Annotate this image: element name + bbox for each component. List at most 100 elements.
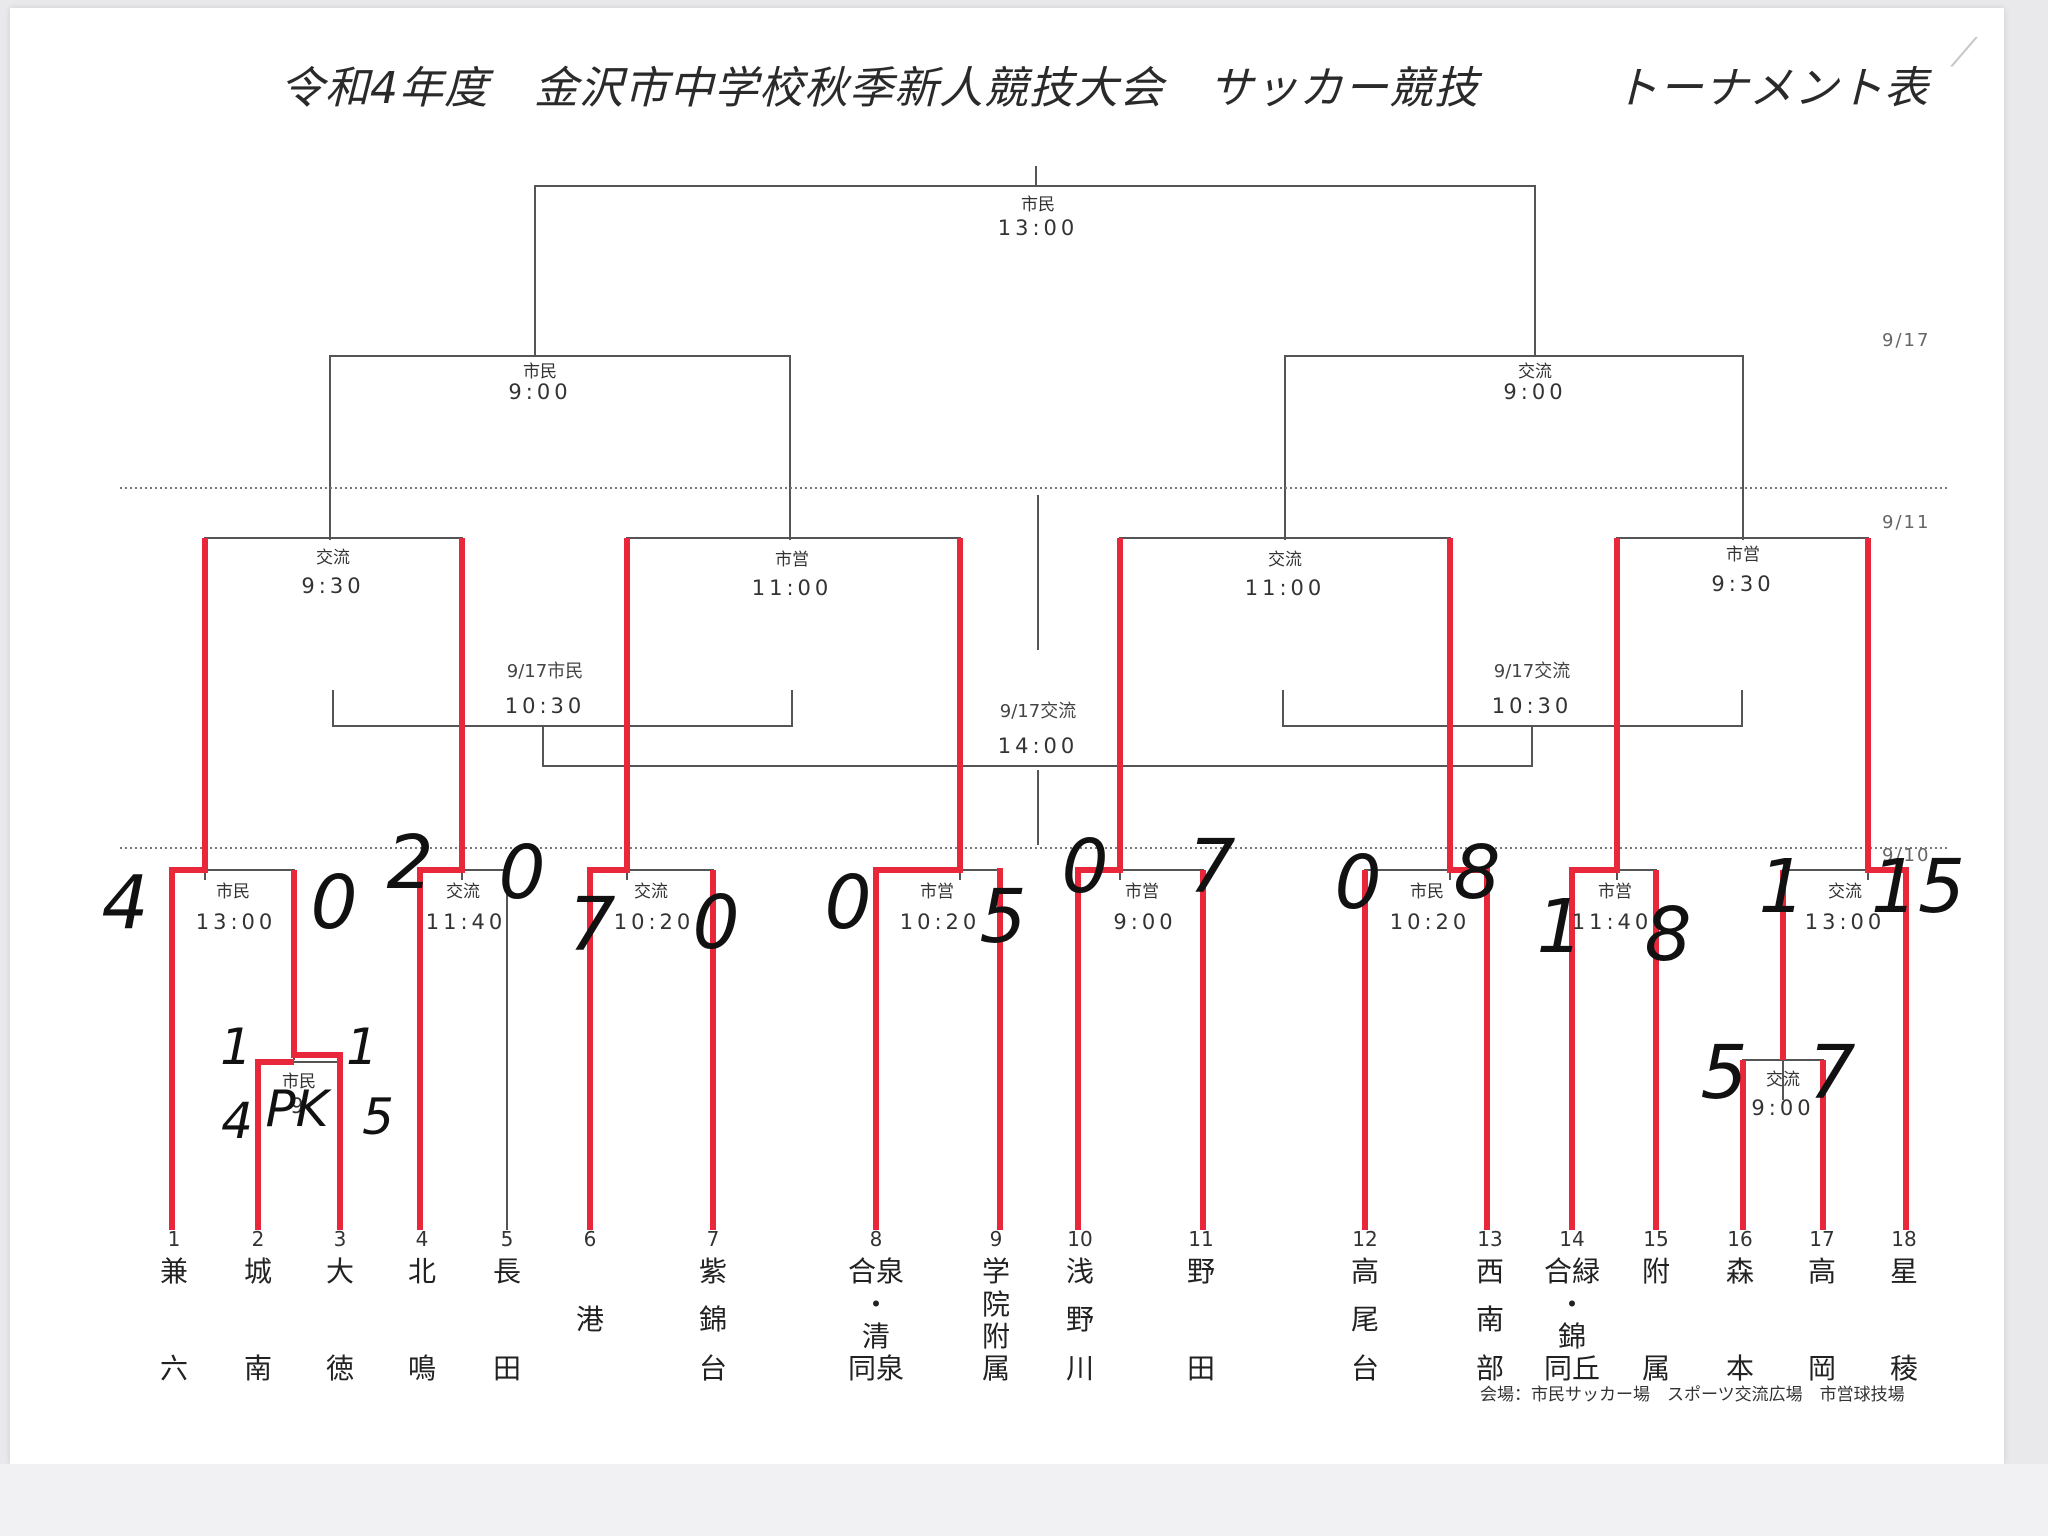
- background-strip: [0, 1464, 2048, 1536]
- date-label-910: 9/10: [1882, 845, 1931, 866]
- team-number: 16: [1727, 1227, 1753, 1251]
- team-name-char: 高: [1350, 1255, 1380, 1288]
- team-name-char: 紫: [698, 1255, 728, 1288]
- team-name-char: 田: [492, 1352, 522, 1385]
- quarterfinal-time: 9:30: [301, 574, 365, 598]
- placement-date-venue: 9/17交流: [1493, 661, 1571, 682]
- handwritten-score: 7: [568, 882, 616, 968]
- team-name-char: 同泉: [847, 1352, 905, 1385]
- team-name-char: 院: [981, 1288, 1011, 1321]
- team-name-char: 附: [1641, 1255, 1671, 1288]
- semifinal-right-bracket: [1284, 355, 1744, 540]
- first-round-time: 9:00: [1113, 910, 1177, 934]
- handwritten-score: 7: [1808, 1030, 1856, 1116]
- handwritten-score: 7: [1188, 824, 1236, 910]
- handwritten-score: 0: [498, 830, 546, 916]
- quarterfinal-venue: 市営: [1726, 545, 1760, 565]
- preliminary-venue: 市民: [282, 1072, 316, 1092]
- team-number: 10: [1067, 1227, 1093, 1251]
- team-name-char: 属: [981, 1352, 1011, 1385]
- handwritten-score: 1: [1536, 884, 1584, 970]
- winner-line: [1865, 538, 1909, 1230]
- first-round-venue: 市民: [1410, 882, 1444, 902]
- date-label-911: 9/11: [1882, 512, 1931, 533]
- team-name-char: 南: [1475, 1303, 1505, 1336]
- team-name-char: ・: [861, 1288, 891, 1321]
- team-number: 5: [500, 1227, 514, 1251]
- team-number: 1: [167, 1227, 181, 1251]
- team-number: 12: [1352, 1227, 1378, 1251]
- semifinal-time: 9:00: [508, 380, 572, 404]
- first-round-venue: 交流: [634, 882, 668, 902]
- first-round-time: 13:00: [195, 910, 277, 934]
- handwritten-score: 1: [346, 1018, 378, 1076]
- handwritten-score: 0: [1334, 840, 1382, 926]
- team-number: 3: [333, 1227, 347, 1251]
- handwritten-score: 0: [310, 860, 358, 946]
- team-name-char: 六: [159, 1352, 189, 1385]
- team-name-char: 岡: [1807, 1352, 1837, 1385]
- first-round-time: 10:20: [613, 910, 695, 934]
- team-number: 9: [989, 1227, 1003, 1251]
- handwritten-score: 8: [1644, 892, 1692, 978]
- handwritten-pk-score: 4: [221, 1092, 253, 1150]
- winner-line: [255, 1059, 294, 1230]
- team-name-char: 同丘: [1543, 1352, 1601, 1385]
- team-name-char: 稜: [1889, 1352, 1919, 1385]
- team-name-char: 台: [1350, 1352, 1380, 1385]
- team-name-char: 錦: [698, 1303, 728, 1336]
- quarterfinal-venue: 市営: [775, 550, 809, 570]
- team-number: 15: [1643, 1227, 1669, 1251]
- team-name-char: 尾: [1350, 1303, 1380, 1336]
- semifinal-venue: 交流: [1518, 362, 1552, 382]
- team-name-char: 川: [1065, 1352, 1095, 1385]
- placement-date-venue: 9/17市民: [506, 661, 584, 682]
- placement-time: 10:30: [504, 694, 586, 718]
- first-round-venue: 市民: [216, 882, 250, 902]
- first-round-venue: 市営: [920, 882, 954, 902]
- winner-line: [417, 538, 465, 1230]
- team-name-char: 徳: [325, 1352, 355, 1385]
- placement-center-bracket: [542, 726, 1533, 767]
- handwritten-pk-label: PK: [265, 1080, 329, 1138]
- winner-line: [587, 538, 630, 1230]
- placement-time: 10:30: [1491, 694, 1573, 718]
- handwritten-pk-score: 5: [362, 1088, 394, 1146]
- quarterfinal-time: 9:30: [1711, 572, 1775, 596]
- semifinal-venue: 市民: [523, 362, 557, 382]
- quarterfinal-venue: 交流: [316, 548, 350, 568]
- team-name-char: 合泉: [847, 1255, 905, 1288]
- winner-line: [291, 870, 343, 1230]
- placement-time: 14:00: [997, 734, 1079, 758]
- team-name-char: ・: [1557, 1288, 1587, 1321]
- team-name-char: 属: [1641, 1352, 1671, 1385]
- team-number: 4: [415, 1227, 429, 1251]
- team-name-char: 附: [981, 1320, 1011, 1353]
- team-name-char: 田: [1186, 1352, 1216, 1385]
- team-name-char: 高: [1807, 1255, 1837, 1288]
- handwritten-score: 5: [979, 874, 1027, 960]
- team-name-char: 清: [861, 1320, 891, 1353]
- team-number: 6: [583, 1227, 597, 1251]
- page-corner-icon: ⟋: [1950, 30, 1978, 76]
- team-name-char: 部: [1475, 1352, 1505, 1385]
- team-name-char: 南: [243, 1352, 273, 1385]
- team-name-char: 学: [981, 1255, 1011, 1288]
- preliminary-time: 9:00: [1751, 1096, 1815, 1120]
- quarterfinal-time: 11:00: [1244, 576, 1326, 600]
- team-name-char: 錦: [1557, 1320, 1587, 1353]
- team-number: 17: [1809, 1227, 1835, 1251]
- team-name-char: 長: [492, 1255, 522, 1288]
- team-number: 2: [251, 1227, 265, 1251]
- team-name-char: 港: [575, 1303, 605, 1336]
- team-name-char: 野: [1186, 1255, 1216, 1288]
- first-round-time: 10:20: [1389, 910, 1471, 934]
- first-round-time: 11:40: [1571, 910, 1653, 934]
- preliminary-time: 9: [290, 1094, 308, 1118]
- winner-line: [1447, 538, 1490, 1230]
- team-name-char: 野: [1065, 1303, 1095, 1336]
- team-name-char: 大: [325, 1255, 355, 1288]
- handwritten-score: 1: [1758, 844, 1806, 930]
- preliminary-venue: 交流: [1766, 1070, 1800, 1090]
